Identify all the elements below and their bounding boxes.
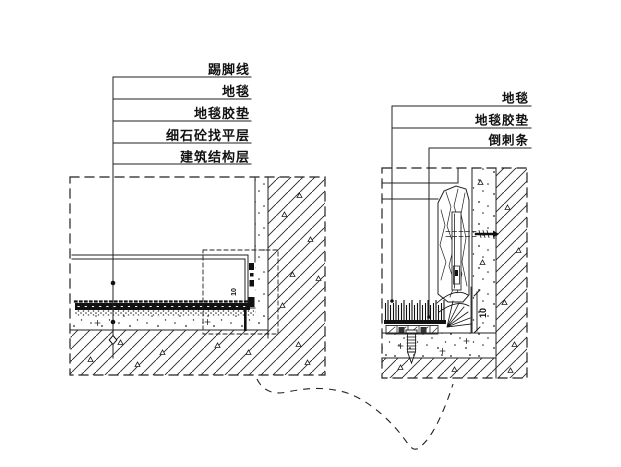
- right-label-block: 地毯 地毯胶垫 倒刺条: [475, 91, 529, 148]
- detail-connector-curve: [256, 378, 454, 450]
- label-carpet: 地毯: [222, 84, 250, 99]
- left-carpet-pad-layer: [75, 310, 254, 316]
- label-carpet-pad: 地毯胶垫: [194, 106, 250, 121]
- left-label-underlines: [112, 76, 252, 165]
- wall-screw-icon: [445, 230, 499, 238]
- skirting-groove: [451, 211, 462, 291]
- left-skirting-profile: [71, 254, 256, 309]
- carpet-edge-fan: [436, 286, 472, 334]
- right-leader-lines: [390, 105, 431, 319]
- left-wall-concrete-band: [254, 176, 269, 339]
- detail-callout-box: [202, 249, 279, 335]
- left-structure-hatch-region: [70, 177, 325, 375]
- left-gap-dimension: 10: [231, 288, 238, 296]
- label-skirting-line: 踢脚线: [208, 62, 250, 77]
- label-carpet-pad-right: 地毯胶垫: [475, 113, 529, 128]
- left-label-block: 踢脚线 地毯 地毯胶垫 细石砼找平层 建筑结构层: [166, 62, 250, 165]
- right-detail-drawing: 10 地毯 地毯胶垫 倒刺条: [381, 91, 532, 379]
- right-section-dashed-border: [381, 167, 528, 379]
- label-tack-strip: 倒刺条: [487, 133, 529, 148]
- left-screed-layer: [69, 315, 269, 331]
- left-detail-drawing: 10 踢脚线 地毯 地毯胶垫 细石砼找平层 建筑结构层: [69, 62, 326, 376]
- left-section-dashed-border: [69, 176, 326, 376]
- right-structure-hatch-region: [382, 167, 527, 379]
- right-gap-dimension: 10: [473, 289, 488, 334]
- label-screed-layer: 细石砼找平层: [166, 128, 250, 143]
- left-fixing-nail: [244, 310, 247, 331]
- right-skirting-board: [437, 185, 470, 303]
- right-label-underlines: [391, 105, 532, 149]
- left-carpet-layer: [73, 300, 252, 310]
- right-carpet-backing: [384, 320, 446, 324]
- label-carpet-right: 地毯: [502, 91, 529, 106]
- left-leader-line: [108, 76, 118, 359]
- right-carpet-fibers: [384, 300, 446, 320]
- right-screed-layer: [381, 332, 497, 359]
- right-wall-concrete-band: [471, 167, 496, 333]
- label-structure-layer: 建筑结构层: [180, 150, 250, 165]
- right-gap-dimension-text: 10: [478, 308, 488, 318]
